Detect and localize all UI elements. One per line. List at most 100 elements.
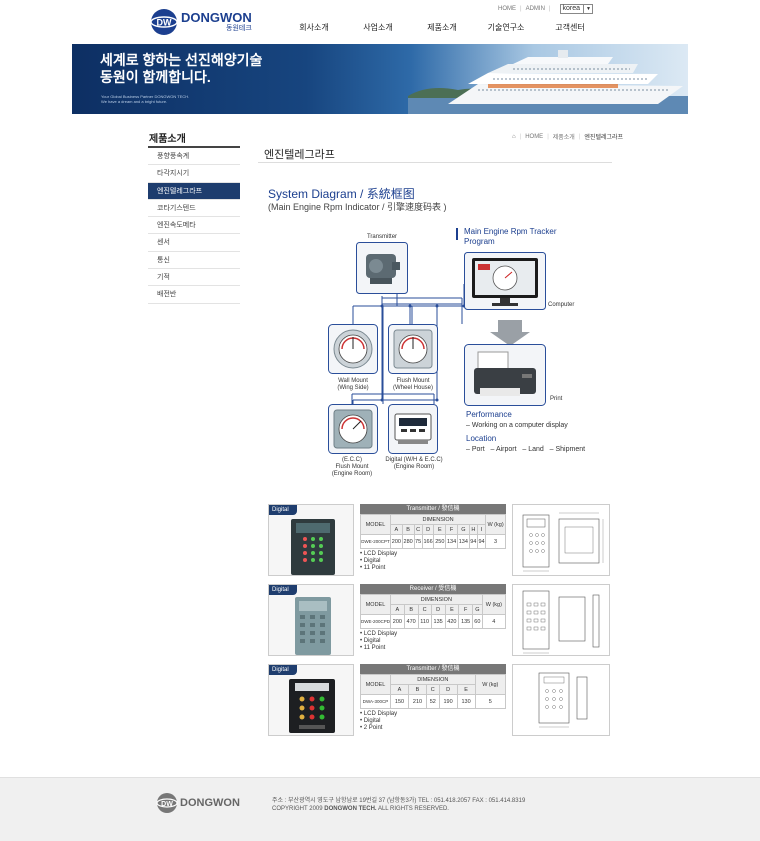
spec-table: MODEL DIMENSION W (kg) A B C D E F G H I… <box>360 514 506 549</box>
sub-nav-item-wind[interactable]: 풍향풍속계 <box>148 148 240 166</box>
nav-research[interactable]: 기술연구소 <box>487 23 525 32</box>
breadcrumb: ⌂ | HOME | 제품소개 | 엔진텔레그라프 <box>512 132 623 142</box>
copyright-suffix: ALL RIGHTS RESERVED. <box>377 806 449 812</box>
spec-cell: 420 <box>444 614 460 629</box>
home-link[interactable]: HOME <box>498 6 516 12</box>
breadcrumb-home[interactable]: HOME <box>525 133 544 140</box>
site-header: HOME | ADMIN | korea ▼ DW DONGWON 동원테크 회… <box>0 0 760 44</box>
spec-col-letter: B <box>401 524 415 535</box>
sub-nav-item-sensor[interactable]: 센서 <box>148 234 240 252</box>
spec-cell: 135 <box>430 614 446 629</box>
sub-nav-item-rpm[interactable]: 엔진속도메타 <box>148 217 240 235</box>
sub-nav-item-telegraph[interactable]: 엔진텔레그라프 <box>148 182 240 200</box>
footer-logo: DW DONGWON <box>156 792 240 814</box>
flush-mount-indicator-icon <box>388 324 438 374</box>
label-tracker-line2: Program <box>464 237 495 246</box>
spec-dimension-label: DIMENSION <box>390 594 483 605</box>
dimension-drawing <box>512 584 610 656</box>
spec-cell: 470 <box>403 614 419 629</box>
label-flush-mount: Flush Mount (Wheel House) <box>384 378 442 392</box>
dimension-drawing <box>512 504 610 576</box>
language-select-value[interactable]: korea <box>560 4 585 14</box>
spec-cell: 110 <box>417 614 432 629</box>
spec-table-wrap: Receiver / 受信機 MODEL DIMENSION W (kg) A … <box>360 584 507 652</box>
language-select[interactable]: korea ▼ <box>560 4 594 14</box>
spec-bullets: • LCD Display • Digital • 11 Point <box>360 631 506 652</box>
nav-support[interactable]: 고객센터 <box>555 23 585 32</box>
spec-col-letter: G <box>456 524 470 535</box>
sub-nav-item-whistle[interactable]: 기적 <box>148 269 240 287</box>
site-logo[interactable]: DW DONGWON 동원테크 <box>150 8 252 36</box>
transmitter-panel-image <box>291 519 335 575</box>
system-diagram: Transmitter Main Engine Rpm Tracker Prog… <box>322 224 612 488</box>
admin-link[interactable]: ADMIN <box>525 6 545 12</box>
spec-cell: 60 <box>472 614 483 629</box>
sub-nav-item-comm[interactable]: 통신 <box>148 252 240 270</box>
breadcrumb-separator: | <box>578 133 581 140</box>
transmitter-icon <box>356 242 408 294</box>
label-tracker-line1: Main Engine Rpm Tracker <box>464 227 557 236</box>
spec-bullet: • LCD Display <box>360 631 398 637</box>
spec-bullets: • LCD Display • Digital • 11 Point <box>360 551 506 572</box>
breadcrumb-level1[interactable]: 제품소개 <box>552 135 575 141</box>
nav-business[interactable]: 사업소개 <box>363 23 393 32</box>
footer-logo-text: DONGWON <box>180 797 240 809</box>
spec-cell: 135 <box>458 614 474 629</box>
wall-mount-indicator-icon <box>328 324 378 374</box>
spec-col-letter: F <box>445 524 458 535</box>
spec-col-letter: C <box>426 684 440 695</box>
diagram-connectors <box>351 228 530 404</box>
hero-title-line1: 세계로 향하는 선진해양기술 <box>100 52 263 68</box>
spec-table: MODEL DIMENSION W (kg) A B C D E F G DWE… <box>360 594 507 629</box>
spec-model-value: DWE-200CPT <box>360 534 391 549</box>
footer-logo-mark-text: DW <box>161 801 173 808</box>
label-flush-mount-line2: (Wheel House) <box>392 385 433 391</box>
spec-model-label: MODEL <box>360 514 391 535</box>
label-print: Print <box>550 396 563 402</box>
spec-weight-label: W (kg) <box>481 594 507 615</box>
logo-mark-text: DW <box>157 18 172 28</box>
location-items: – Port – Airport – Land – Shipment <box>466 446 586 453</box>
title-divider <box>258 162 612 163</box>
spec-table: MODEL DIMENSION W (kg) A B C D E DWA-300… <box>360 674 507 709</box>
breadcrumb-separator: | <box>519 133 522 140</box>
hero-title-line2: 동원이 함께합니다. <box>100 69 211 85</box>
product-badge: Digital <box>269 665 297 675</box>
sub-nav-item-panel[interactable]: 배전반 <box>148 286 240 304</box>
home-icon[interactable]: ⌂ <box>512 133 516 140</box>
logo-text-en: DONGWON <box>181 10 252 25</box>
spec-table-head: Transmitter / 發信機 <box>360 664 506 674</box>
page-title: 엔진텔레그라프 <box>264 149 335 161</box>
chevron-down-icon[interactable]: ▼ <box>584 4 594 14</box>
footer-address-block: 주소 : 부산광역시 영도구 남항남로 19번길 37 (남항동3가) TEL … <box>272 797 525 813</box>
spec-table-head: Receiver / 受信機 <box>360 584 506 594</box>
spec-dimension-label: DIMENSION <box>390 674 476 685</box>
spec-model-label: MODEL <box>360 674 391 695</box>
spec-col-letter: D <box>421 524 435 535</box>
spec-cell: 200 <box>390 534 403 549</box>
sub-nav-title: 제품소개 <box>148 130 240 148</box>
spec-col-letter: D <box>438 684 458 695</box>
sub-nav-item-stand[interactable]: 코타기스텐드 <box>148 200 240 218</box>
spec-col-letter: E <box>433 524 447 535</box>
dimension-drawing-image <box>522 512 604 572</box>
nav-company[interactable]: 회사소개 <box>299 23 329 32</box>
sub-nav-item-rudder[interactable]: 타각지시기 <box>148 165 240 183</box>
copyright-brand: DONGWON TECH. <box>324 806 377 812</box>
performance-title: Performance <box>466 410 512 419</box>
hero-subtitle-line2: We have a dream and a bright future. <box>101 99 168 104</box>
label-digital: Digital (W/H & E.C.C) (Engine Room) <box>380 457 448 471</box>
logo-text-kr: 동원테크 <box>226 25 252 32</box>
ecc-indicator-icon <box>328 404 378 454</box>
copyright-prefix: COPYRIGHT 2009 <box>272 806 323 812</box>
spec-cell: 210 <box>408 694 427 709</box>
spec-bullet: • Digital <box>360 638 381 644</box>
nav-products[interactable]: 제품소개 <box>427 23 457 32</box>
label-flush-mount-line1: Flush Mount <box>396 378 430 384</box>
product-photo: Digital <box>268 664 354 736</box>
spec-bullet: • Digital <box>360 558 381 564</box>
dimension-drawing-image <box>538 672 588 728</box>
spec-col-letter: H <box>468 524 478 535</box>
spec-table-wrap: Transmitter / 發信機 MODEL DIMENSION W (kg)… <box>360 664 507 732</box>
spec-bullet: • LCD Display <box>360 711 398 717</box>
